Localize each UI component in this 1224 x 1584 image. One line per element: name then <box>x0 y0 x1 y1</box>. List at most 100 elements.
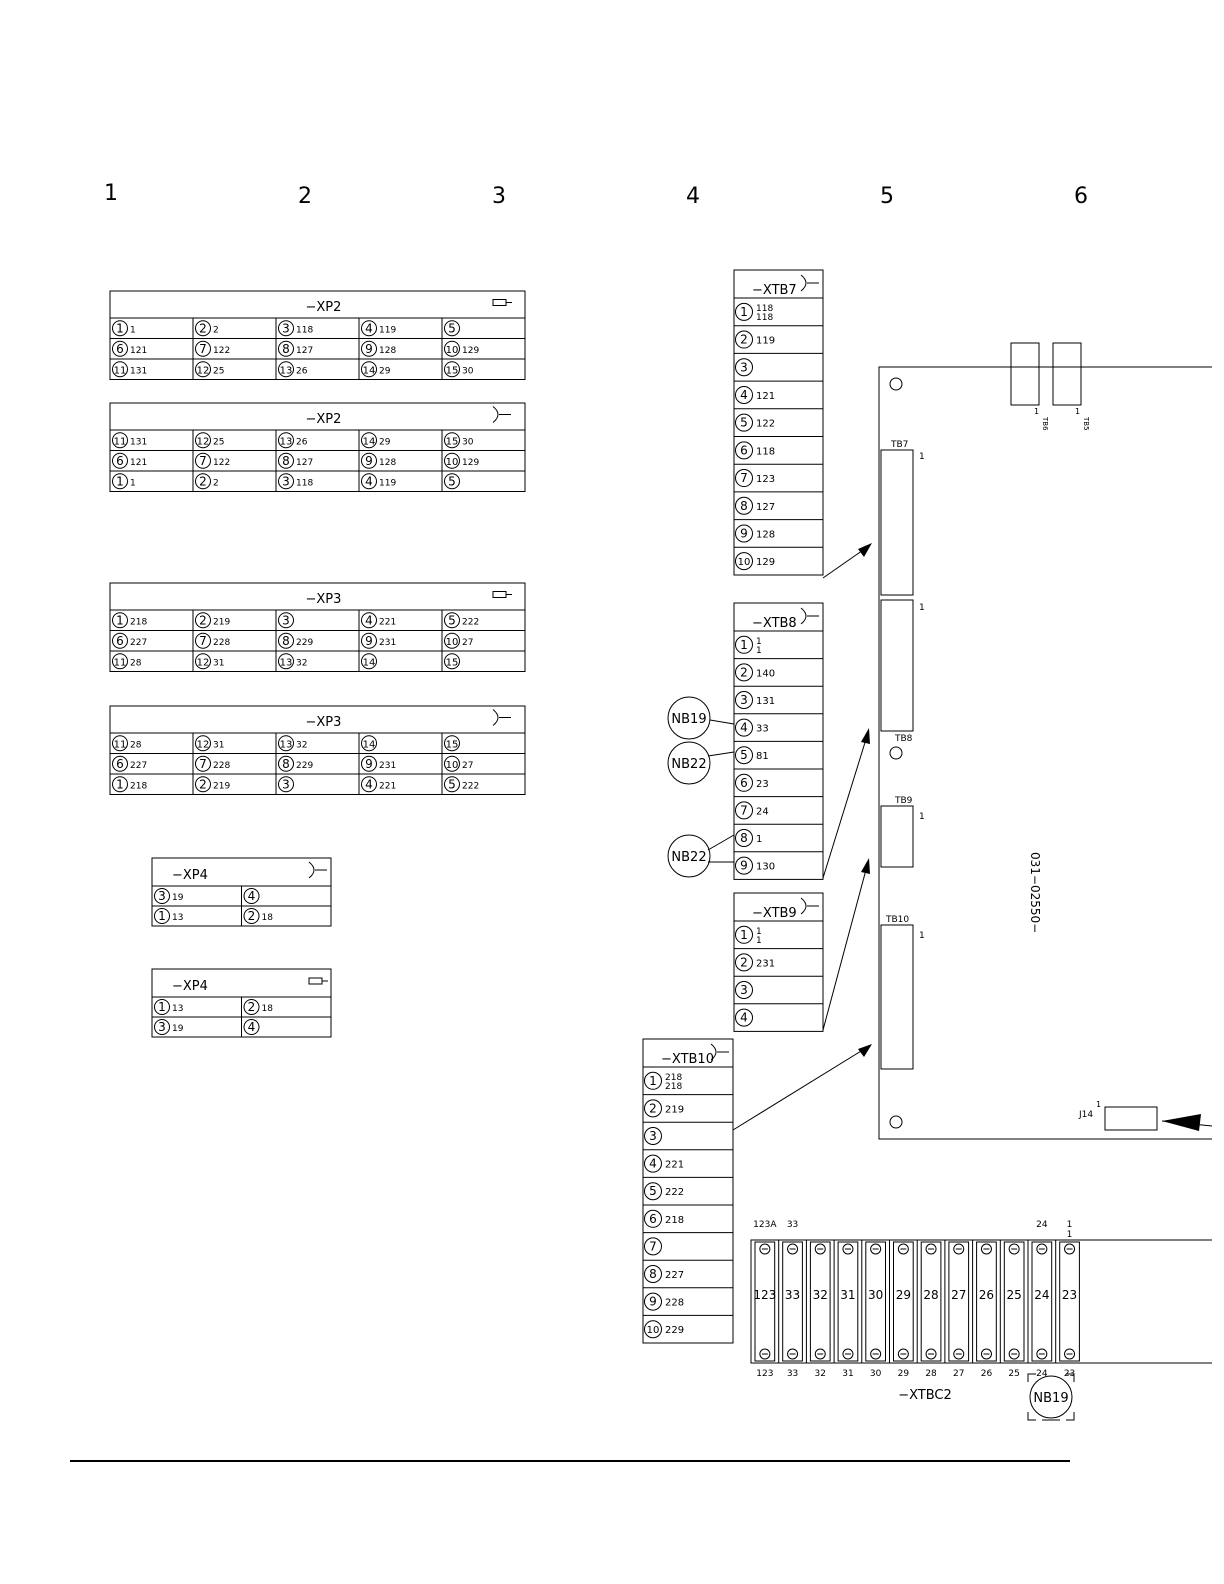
terminal-top-wire: 33 <box>787 1220 798 1230</box>
wire-number: 23 <box>756 779 769 790</box>
wire-number: 30 <box>462 366 474 376</box>
pin-number: 3 <box>282 613 290 627</box>
wire-number: 1 <box>756 936 762 946</box>
wire-number: 231 <box>379 761 396 771</box>
wire-number: 218 <box>130 617 147 627</box>
pin-number: 12 <box>197 657 210 668</box>
tb8-header <box>880 599 914 732</box>
wire-number: 129 <box>462 346 479 356</box>
xtbc2-label: −XTBC2 <box>898 1388 952 1403</box>
pin-number: 2 <box>649 1101 657 1115</box>
terminal-number: 31 <box>840 1288 855 1302</box>
pin-number: 5 <box>740 416 748 430</box>
pin-number-circle <box>735 801 753 820</box>
pin-number-circle <box>444 612 460 629</box>
wire-number: 118 <box>756 446 775 457</box>
pin-number-circle <box>278 653 294 670</box>
terminal-bottom-label: 32 <box>815 1369 826 1379</box>
note-balloon <box>667 696 711 740</box>
wire-number: 119 <box>379 325 396 335</box>
pin-number: 11 <box>114 436 127 447</box>
screw-icon <box>842 1243 854 1255</box>
pin-number: 1 <box>649 1074 657 1088</box>
pin-number: 2 <box>248 909 256 923</box>
pin-number: 1 <box>116 613 124 627</box>
pin-number-circle <box>278 452 294 469</box>
pin-number: 3 <box>158 889 166 903</box>
wire-number: 118 <box>756 313 773 323</box>
wire-number: 128 <box>756 529 775 540</box>
tb9-label: TB9 <box>894 796 913 806</box>
wire-number: 1 <box>756 834 762 845</box>
pin-number: 2 <box>740 955 748 969</box>
terminal-number: 26 <box>979 1288 994 1302</box>
pin-number-circle <box>735 746 753 765</box>
terminal-number: 25 <box>1007 1288 1022 1302</box>
pin-number-circle <box>112 432 128 449</box>
connector-label: −XP4 <box>172 868 208 883</box>
screw-icon <box>759 1348 771 1360</box>
tb7-header <box>880 449 914 596</box>
connector-label: −XP4 <box>172 979 208 994</box>
terminal-number: 24 <box>1034 1288 1049 1302</box>
terminal-bottom-label: 31 <box>842 1369 853 1379</box>
pin-number-circle <box>195 452 211 469</box>
terminal-top-wire: 1 <box>1067 1220 1073 1230</box>
zone-label: 3 <box>492 184 506 209</box>
terminal-block-label: −XTB9 <box>752 906 797 921</box>
pin-number-circle <box>361 612 377 629</box>
pin-number: 2 <box>199 474 207 488</box>
wire-number: 122 <box>756 419 775 430</box>
pin-number: 8 <box>282 342 290 356</box>
wire-number: 119 <box>756 336 775 347</box>
pin-number: 8 <box>282 454 290 468</box>
tb8-pin1: 1 <box>919 603 925 613</box>
wire-number: 218 <box>130 781 147 791</box>
pin-number-circle <box>361 776 377 793</box>
tb8-label: TB8 <box>894 734 913 744</box>
screw-icon <box>814 1348 826 1360</box>
pin-number: 1 <box>116 777 124 791</box>
wire-number: 24 <box>756 806 769 817</box>
wire-number: 81 <box>756 751 769 762</box>
wire-number: 28 <box>130 658 142 668</box>
note-text: NB19 <box>1033 1391 1068 1406</box>
screw-icon <box>842 1348 854 1360</box>
tb10-label: TB10 <box>885 915 909 925</box>
wire-number: 228 <box>213 761 230 771</box>
screw-icon <box>870 1348 882 1360</box>
pin-number-circle <box>735 469 753 488</box>
screw-icon <box>814 1243 826 1255</box>
zone-labels: 1 2 3 4 5 6 <box>104 181 1088 209</box>
pin-number: 5 <box>448 321 456 335</box>
wire-number: 18 <box>262 1004 274 1014</box>
screw-icon <box>1008 1348 1020 1360</box>
pin-number-circle <box>112 755 128 772</box>
part-number: 031−02550− <box>1028 852 1042 933</box>
wire-number: 27 <box>462 761 473 771</box>
pin-number: 11 <box>114 657 127 668</box>
pin-number: 13 <box>280 365 293 376</box>
wire-number: 222 <box>462 781 479 791</box>
screw-icon <box>953 1348 965 1360</box>
terminal-block-label: −XTB10 <box>661 1052 714 1067</box>
wire-number: 227 <box>130 761 147 771</box>
terminal-bottom-label: 24 <box>1036 1369 1048 1379</box>
pin-number-circle <box>195 653 211 670</box>
pin-number: 9 <box>365 634 373 648</box>
zone-label: 6 <box>1074 184 1088 209</box>
tb5-label: TB5 <box>1082 416 1090 431</box>
pin-number: 9 <box>365 342 373 356</box>
pin-number: 2 <box>199 321 207 335</box>
wire-number: 2 <box>213 478 219 488</box>
screw-icon <box>870 1243 882 1255</box>
note-balloon <box>667 741 711 785</box>
terminal-block-label: −XTB8 <box>752 616 797 631</box>
note-balloon <box>667 834 711 878</box>
screw-icon <box>1008 1243 1020 1255</box>
pin-number-circle <box>735 925 753 944</box>
